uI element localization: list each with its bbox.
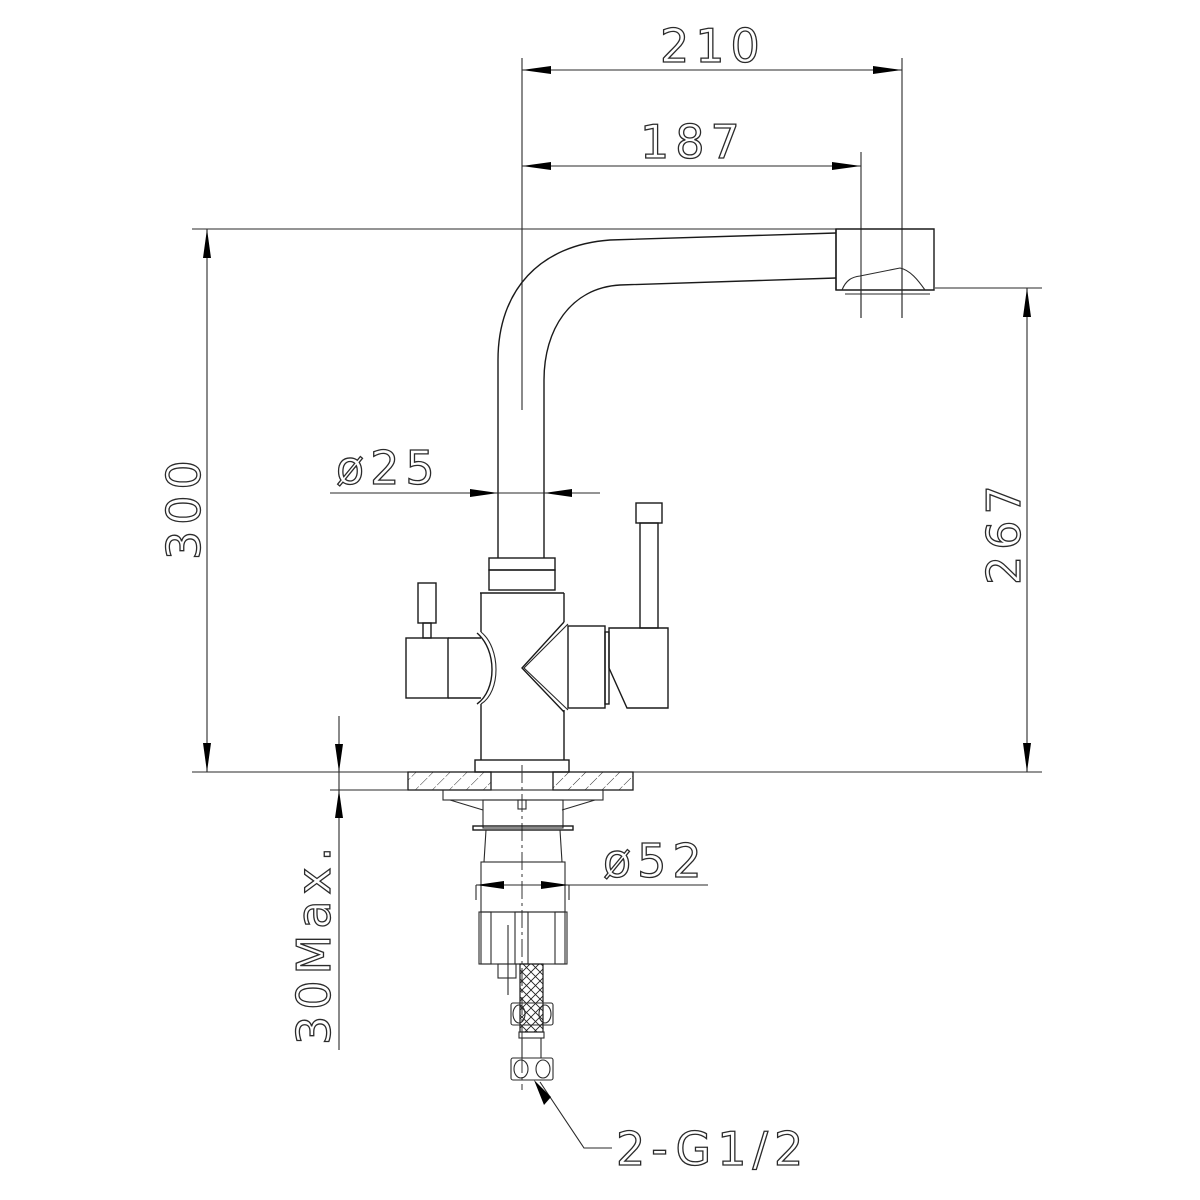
countertop-section [330,771,634,791]
dimension-label-d52: ø52 [603,834,708,888]
dimension-spout-reach: 187 [522,114,862,318]
faucet-body [405,502,669,773]
connection-callout: 2-G1/2 [534,1080,809,1177]
dimension-label-d25: ø25 [336,441,441,495]
dimension-overall-height: 300 [156,228,836,772]
dimension-label-30max: 30Max. [287,841,341,1045]
dimension-label-210: 210 [660,19,766,73]
dimension-body-diameter: ø25 [330,440,600,497]
dimension-label-267: 267 [977,479,1031,585]
dimension-label-300: 300 [157,454,211,560]
mounting-assembly [442,765,604,1090]
dimension-counter-thickness: 30Max. [286,716,343,1050]
dimension-spout-height: 267 [935,287,1042,772]
supply-hoses [510,963,554,1081]
connection-label: 2-G1/2 [616,1122,809,1176]
dimension-shank-diameter: ø52 [476,833,708,889]
left-handle [405,582,497,705]
dimension-label-187: 187 [640,115,746,169]
dimension-overall-reach: 210 [521,18,903,410]
right-handle [521,502,669,713]
spout [497,228,935,558]
